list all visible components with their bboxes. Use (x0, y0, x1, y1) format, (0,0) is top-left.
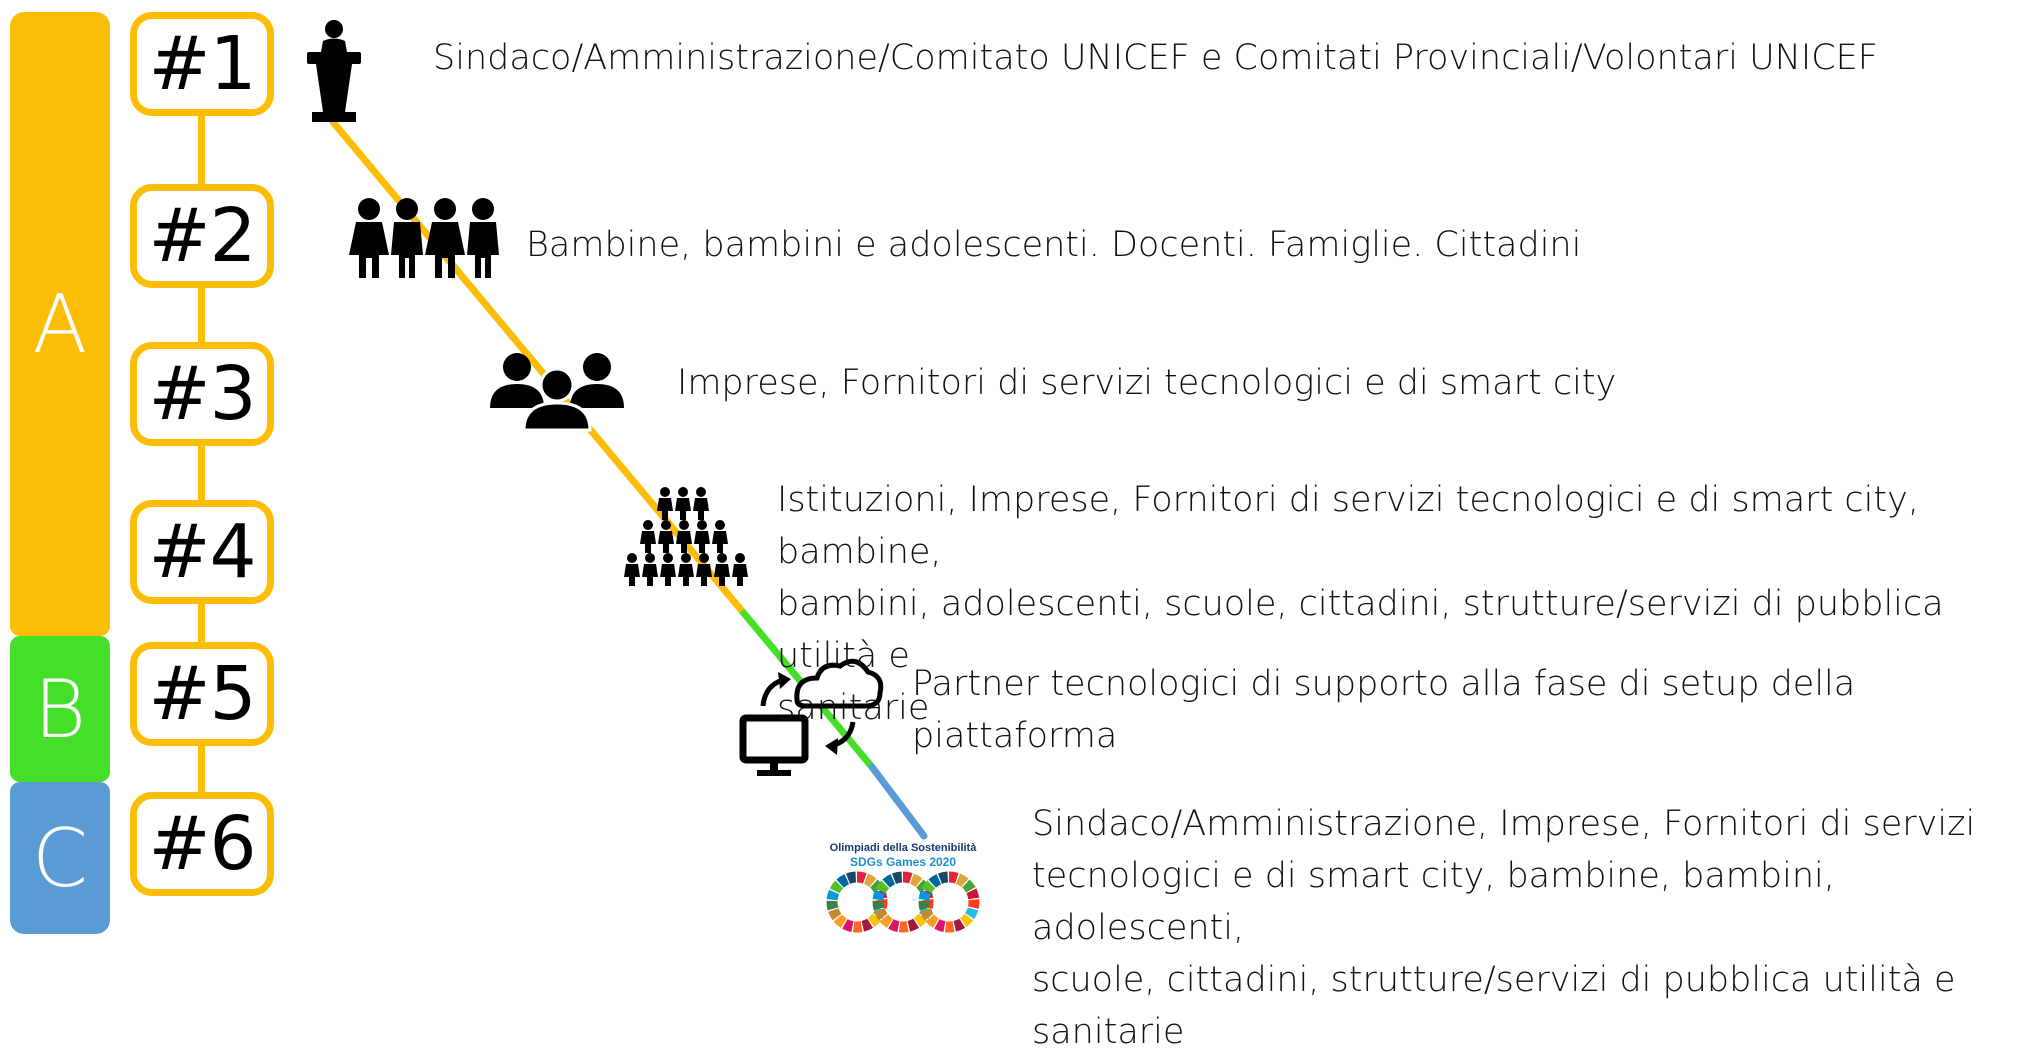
crowd-person-head (661, 520, 671, 530)
crowd-person-head (699, 553, 709, 563)
sdg-ring-segment (909, 923, 916, 926)
sdg-ring-segment (924, 901, 925, 909)
crowd-person-head (715, 520, 725, 530)
crowd-person-head (645, 553, 655, 563)
sdg-ring-segment (878, 892, 880, 900)
sdg-ring-segment (903, 877, 911, 878)
step-1-description: Sindaco/Amministrazione/Comitato UNICEF … (433, 32, 1878, 84)
crowd-person-head (697, 520, 707, 530)
crowd-person-body (678, 564, 694, 586)
sdg-ring-segment (937, 924, 944, 927)
crowd-person-head (643, 520, 653, 530)
crowd-person-body (732, 564, 748, 586)
step-3-description: Imprese, Fornitori di servizi tecnologic… (677, 357, 1616, 409)
step-4-line-1: Istituzioni, Imprese, Fornitori di servi… (777, 474, 2043, 578)
sdg-ring-segment (886, 879, 893, 883)
step-5-line-1: Partner tecnologici di supporto alla fas… (912, 658, 1855, 710)
sdgs-olympic-rings-logo: Olimpiadi della Sostenibilità SDGs Games… (830, 842, 978, 927)
sdg-ring-segment (835, 884, 840, 890)
step-5-line-2: piattaforma (912, 710, 1855, 762)
step-3-text: Imprese, Fornitori di servizi tecnologic… (677, 363, 1616, 403)
sdg-ring-segment (912, 879, 919, 883)
sdg-ring-segment (973, 900, 974, 908)
sdg-ring-segment (970, 909, 973, 916)
sdg-ring-segment (932, 879, 939, 883)
step-2-text: Bambine, bambini e adolescenti. Docenti.… (526, 225, 1581, 265)
sdg-ring-segment (940, 877, 948, 879)
crowd-person-body (675, 498, 691, 520)
sdg-ring-segment (832, 901, 833, 909)
crowd-person-head (696, 487, 706, 497)
sdg-ring-segment (832, 892, 834, 900)
family-group-icon (349, 198, 499, 278)
crowd-person-body (694, 531, 710, 553)
sdg-ring-segment (949, 877, 957, 878)
sdg-ring-segment (863, 923, 870, 926)
sdg-ring-segment (845, 924, 852, 927)
step-1-text: Sindaco/Amministrazione/Comitato UNICEF … (433, 38, 1878, 78)
sdg-ring-segment (963, 917, 969, 923)
step-6-line-3: scuole, cittadini, strutture/servizi di … (1032, 954, 2043, 1058)
crowd-person-body (658, 531, 674, 553)
crowd-person-head (681, 553, 691, 563)
speaker-podium-icon (307, 20, 361, 122)
step-5-description: Partner tecnologici di supporto alla fas… (912, 658, 1855, 762)
sdg-ring-segment (866, 879, 873, 883)
crowd-person-body (660, 564, 676, 586)
sdg-ring-segment (871, 917, 877, 923)
sdg-ring-segment (894, 877, 902, 879)
crowd-person-body (640, 531, 656, 553)
sdg-ring-segment (930, 918, 936, 923)
crowd-person-body (696, 564, 712, 586)
sdg-ring-segment (917, 917, 923, 923)
sdg-ring-segment (958, 879, 965, 883)
step-6-description: Sindaco/Amministrazione, Imprese, Fornit… (1032, 798, 2043, 1058)
crowd-person-body (712, 531, 728, 553)
crowd-person-body (693, 498, 709, 520)
crowd-person-head (679, 520, 689, 530)
sdg-ring-segment (878, 901, 879, 909)
sdg-ring-segment (955, 923, 962, 926)
sdg-ring-segment (927, 884, 932, 890)
step-6-line-2: tecnologici e di smart city, bambine, ba… (1032, 850, 2043, 954)
crowd-person-head (678, 487, 688, 497)
sdg-ring-segment (884, 918, 890, 923)
olympic-rings-graphic (832, 877, 974, 927)
logo-subtitle: SDGs Games 2020 (850, 855, 956, 869)
crowd-person-head (717, 553, 727, 563)
sdg-ring-segment (924, 892, 926, 900)
logo-title: Olimpiadi della Sostenibilità (830, 842, 978, 854)
sdg-ring-segment (848, 877, 856, 879)
business-team-icon (490, 353, 624, 430)
crowd-person-head (660, 487, 670, 497)
sdg-ring-segment (879, 910, 883, 917)
sdg-ring-segment (971, 891, 973, 899)
sdg-ring-segment (925, 910, 929, 917)
sdg-ring-segment (838, 918, 844, 923)
crowd-person-head (735, 553, 745, 563)
crowd-person-body (624, 564, 640, 586)
crowd-person-head (663, 553, 673, 563)
sdg-ring-segment (891, 924, 898, 927)
crowd-person-head (627, 553, 637, 563)
step-6-line-1: Sindaco/Amministrazione, Imprese, Fornit… (1032, 798, 2043, 850)
crowd-person-body (642, 564, 658, 586)
crowd-pyramid-icon (624, 487, 748, 586)
step-2-description: Bambine, bambini e adolescenti. Docenti.… (526, 219, 1581, 271)
sdg-ring-segment (840, 879, 847, 883)
sdg-ring-segment (857, 877, 865, 878)
sdg-ring-segment (966, 884, 971, 890)
sdg-ring-segment (881, 884, 886, 890)
sdg-ring-segment (833, 910, 837, 917)
